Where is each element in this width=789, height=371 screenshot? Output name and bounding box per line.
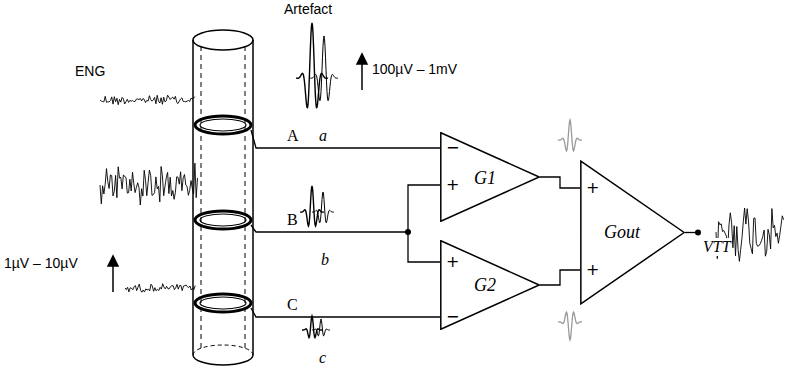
cuff-top	[193, 30, 253, 50]
amplitude-label: 1µV – 10µV	[3, 256, 79, 271]
amplifier: Gout + +	[580, 160, 685, 305]
amplifier-outline	[581, 161, 684, 304]
electrode-name: C	[286, 296, 299, 314]
residual-artefact	[558, 120, 582, 151]
eng-trace	[100, 163, 198, 205]
gain-name: Gout	[604, 223, 640, 241]
wire	[251, 225, 408, 232]
cuff-side	[192, 40, 194, 355]
junction-dot	[405, 229, 411, 235]
ring-electrode	[200, 119, 246, 131]
signal-title: ENG	[74, 64, 106, 79]
artefact-spike	[296, 23, 328, 108]
ring-electrode	[200, 214, 246, 226]
wire	[540, 177, 580, 188]
amplifier: G1− +	[440, 132, 540, 222]
electrode-name: A	[286, 127, 300, 145]
input-sign: −	[446, 140, 459, 156]
electrode-name: B	[286, 211, 299, 229]
gain-name: G1	[474, 169, 496, 187]
eng-trace	[100, 95, 195, 105]
cuff-bottom	[193, 355, 253, 365]
arrow-head	[357, 54, 367, 64]
gain-name: G2	[474, 276, 496, 294]
cuff-bottom-hidden	[193, 345, 253, 355]
signal-title: Artefact	[283, 2, 333, 17]
signal-name: c	[318, 349, 327, 367]
output-name: VTT	[702, 238, 732, 256]
amplitude-label: 100µV – 1mV	[371, 62, 458, 77]
artefact-spike	[310, 36, 338, 101]
ring-electrode	[200, 297, 246, 309]
eng-trace	[125, 284, 195, 293]
input-sign: −	[446, 309, 459, 325]
ring-electrode	[195, 294, 251, 312]
artefact-spike	[312, 192, 334, 223]
input-sign: +	[586, 180, 599, 196]
wire	[251, 308, 440, 317]
amplifier-outline	[441, 241, 539, 330]
amplitude-arrow	[112, 264, 114, 292]
wire	[251, 130, 440, 148]
residual-artefact	[558, 312, 582, 340]
input-sign: +	[586, 262, 599, 278]
cuff-side	[252, 40, 254, 355]
amplitude-arrow	[361, 62, 363, 90]
artefact-spike	[312, 319, 330, 336]
amplifier-outline	[441, 133, 539, 222]
input-sign: +	[446, 254, 459, 270]
signal-name: b	[320, 251, 330, 269]
wire	[540, 270, 580, 285]
signal-name: a	[318, 127, 328, 145]
input-sign: +	[446, 177, 459, 193]
amplifier: G2 + −	[440, 240, 540, 330]
wire	[408, 185, 440, 262]
ring-electrode	[195, 211, 251, 229]
ring-electrode	[195, 116, 251, 134]
arrow-head	[108, 256, 118, 266]
output-dot	[695, 230, 701, 236]
